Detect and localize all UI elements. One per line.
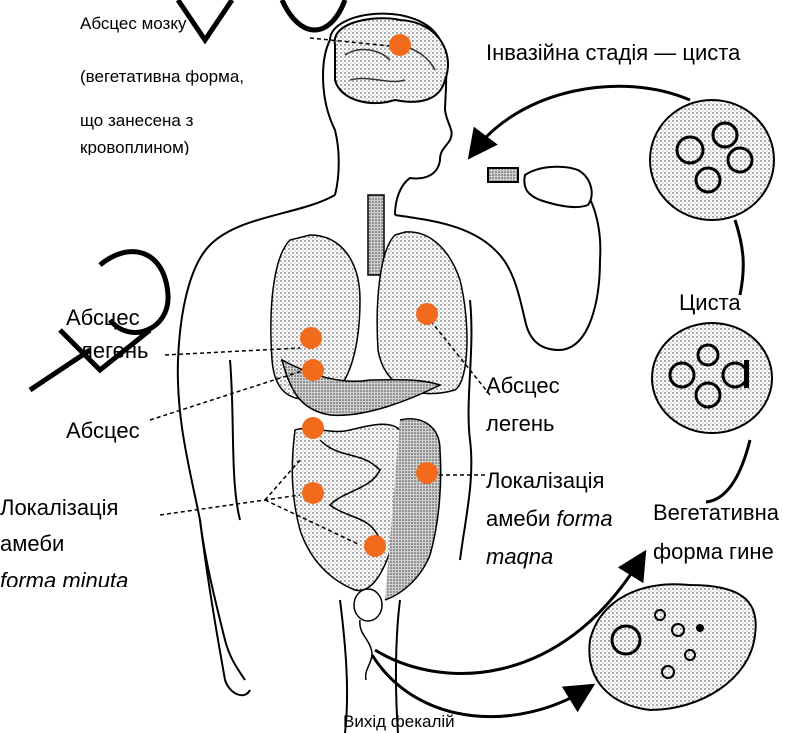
label-brain-abscess-line2: (вегетативна форма,: [80, 68, 244, 85]
hand: [488, 167, 592, 207]
label-brain-abscess: Абсцес мозку: [80, 15, 186, 32]
label-localization-magna: Локалізація: [486, 470, 604, 492]
label-lung-abscess-right: Абсцес: [486, 375, 560, 397]
label-localization-minuta-line2: амеби: [0, 533, 64, 555]
marker-rectum: [364, 535, 386, 557]
marker-colon-left-top: [302, 417, 324, 439]
label-localization-magna-line2: амеби forma: [486, 508, 613, 530]
label-feces-exit: Вихід фекалій: [343, 713, 455, 730]
label-forma: forma: [556, 506, 612, 531]
rectum: [354, 589, 382, 680]
vegetative-form: [589, 584, 755, 710]
label-localization-minuta: Локалізація: [0, 497, 118, 519]
cyst-top: [650, 100, 774, 220]
marker-lung-right: [416, 303, 438, 325]
marker-liver: [302, 359, 324, 381]
label-lung-abscess-left-line2: легень: [80, 340, 148, 362]
label-localization-minuta-line3: forma minuta: [0, 570, 128, 587]
label-localization-magna-line3: maqna: [486, 546, 553, 568]
label-cyst: Циста: [679, 292, 741, 314]
label-vegetative: Вегетативна: [653, 502, 779, 524]
trachea: [368, 195, 384, 275]
marker-colon-right: [416, 462, 438, 484]
intestines: [292, 419, 440, 600]
label-brain-abscess-line4: кровоплином): [80, 139, 189, 155]
marker-colon-left: [302, 482, 324, 504]
label-lung-abscess-left: Абсцес: [66, 307, 140, 329]
label-liver-abscess: Абсцес: [66, 420, 140, 442]
marker-brain: [389, 34, 411, 56]
label-vegetative-line2: форма гине: [653, 541, 774, 563]
marker-lung-left: [300, 327, 322, 349]
brain: [335, 18, 448, 103]
cyst-middle: [652, 323, 772, 433]
label-brain-abscess-line3: що занесена з: [80, 112, 193, 129]
label-lung-abscess-right-line2: легень: [486, 413, 554, 435]
label-ameba: амеби: [486, 506, 556, 531]
label-invasive-stage: Інвазійна стадія — циста: [486, 42, 740, 64]
